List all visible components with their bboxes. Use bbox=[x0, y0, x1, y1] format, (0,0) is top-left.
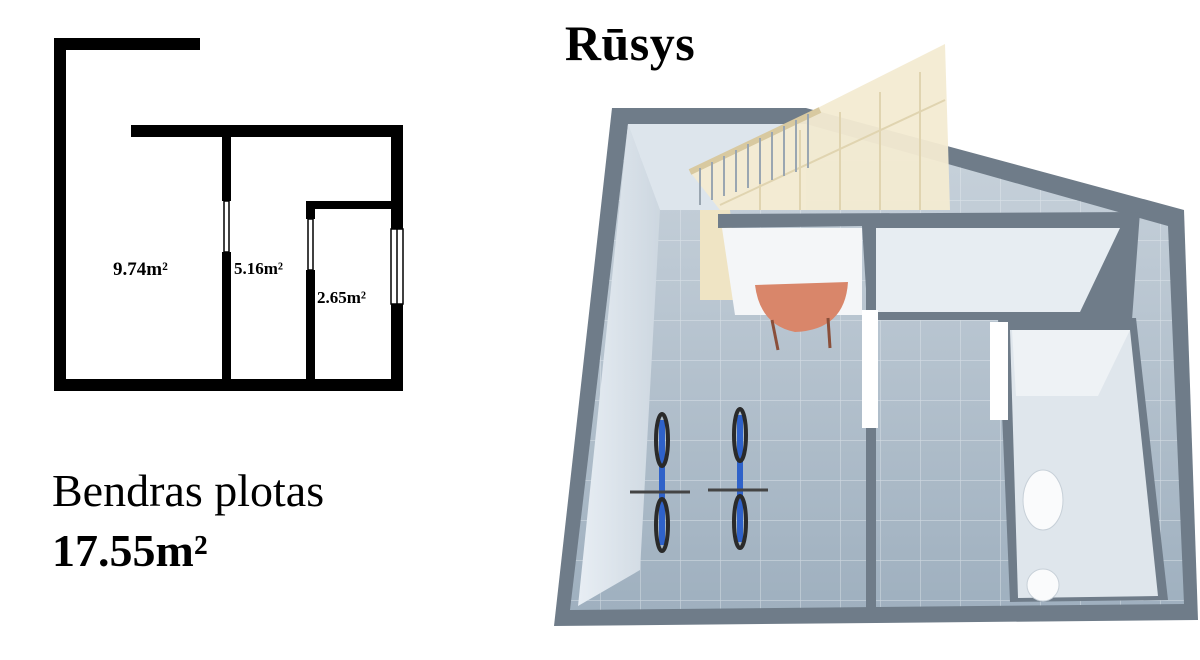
bicycle bbox=[630, 412, 690, 553]
wc-back-wall bbox=[1012, 330, 1130, 396]
plan-wall bbox=[306, 270, 315, 382]
plan-wall bbox=[54, 38, 200, 50]
room-area-label: 2.65m² bbox=[317, 288, 367, 307]
total-area-value: 17.55m² bbox=[52, 525, 208, 576]
doorway bbox=[862, 310, 878, 428]
doorway bbox=[990, 322, 1008, 420]
left-wall bbox=[578, 124, 660, 606]
page-title: Rūsys bbox=[564, 15, 696, 71]
room-area-label: 5.16m² bbox=[234, 259, 284, 278]
sink bbox=[1026, 568, 1060, 602]
plan-wall bbox=[306, 201, 394, 209]
plan-door bbox=[307, 218, 314, 271]
total-area-label: Bendras plotas bbox=[52, 465, 325, 516]
plan-window bbox=[390, 228, 404, 305]
plan-wall bbox=[306, 201, 315, 219]
plan-wall bbox=[391, 304, 403, 391]
plan-door bbox=[223, 200, 230, 253]
plan-wall bbox=[222, 252, 231, 382]
staircase bbox=[688, 44, 950, 300]
plan-wall bbox=[222, 137, 231, 201]
plan-wall bbox=[391, 125, 403, 229]
bicycle bbox=[708, 407, 768, 550]
toilet bbox=[1022, 469, 1064, 531]
plan-wall bbox=[54, 379, 403, 391]
plan-wall bbox=[54, 38, 66, 390]
room-area-label: 9.74m² bbox=[113, 259, 168, 280]
basement-3d-render bbox=[554, 44, 1198, 626]
plan-wall bbox=[131, 125, 403, 137]
partition-wall-face bbox=[876, 228, 1120, 312]
table bbox=[755, 282, 848, 351]
wc-floor bbox=[1010, 330, 1158, 598]
floor-plan bbox=[54, 38, 404, 391]
